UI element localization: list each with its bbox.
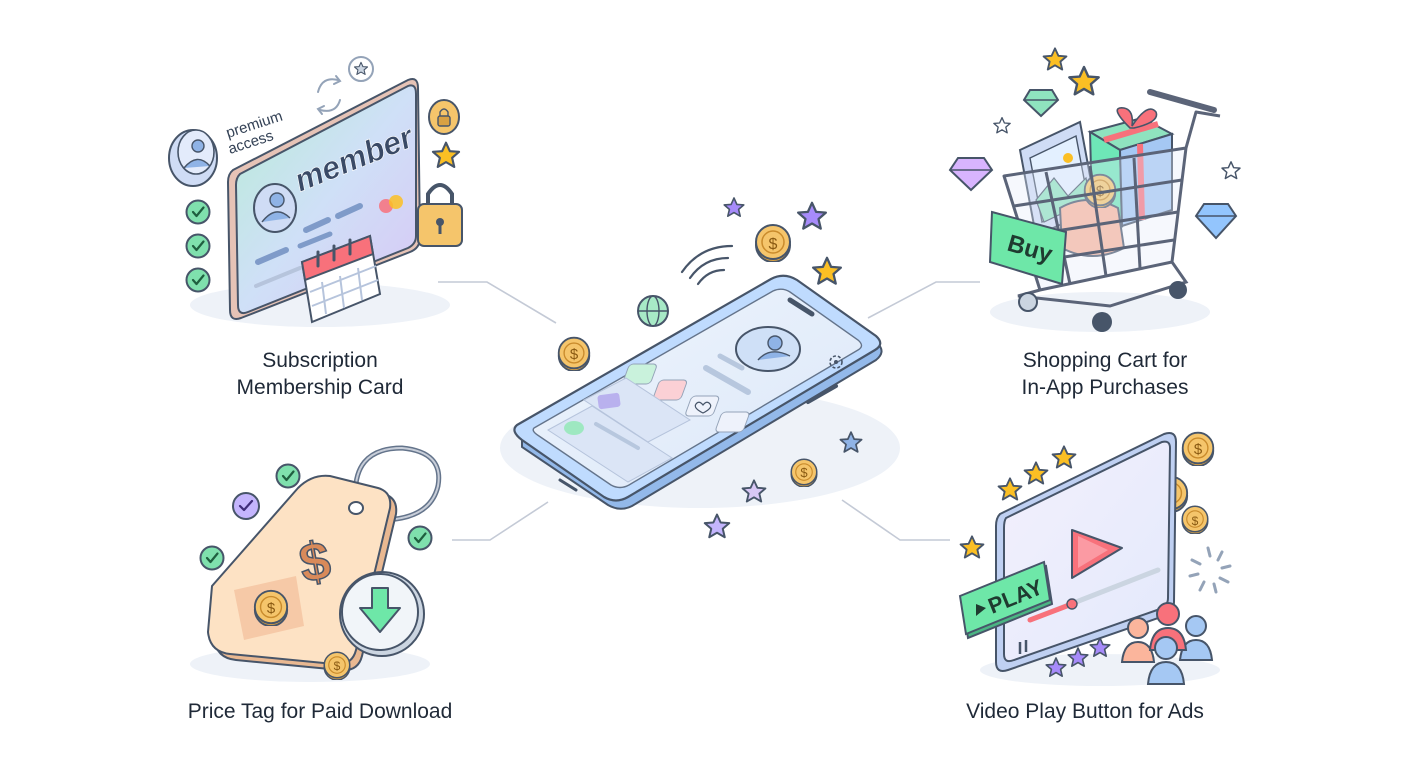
phone-app-tile-green — [622, 363, 657, 385]
star-icon — [997, 477, 1023, 501]
coin-symbol: $ — [769, 236, 778, 253]
check-icon-purple — [232, 492, 260, 520]
play-small-icon — [976, 604, 986, 616]
star-icon — [703, 513, 731, 539]
video-progress-handle[interactable] — [1066, 598, 1078, 610]
phone-app-tile-red — [653, 379, 688, 401]
small-lock-icon — [428, 99, 460, 135]
cart-shadow — [990, 292, 1210, 332]
check-icon — [407, 525, 433, 551]
sync-icon — [316, 75, 342, 115]
phone-content-dot — [564, 421, 584, 435]
caption-price-tag-text: Price Tag for Paid Download — [187, 700, 453, 723]
phone-gear-icon — [829, 355, 843, 369]
star-icon — [1051, 445, 1077, 469]
caption-video: Video Play Button for Ads — [915, 698, 1255, 725]
caption-price-tag: Price Tag for Paid Download — [140, 698, 500, 725]
star-icon — [1042, 47, 1068, 71]
phone-profile-line — [703, 365, 751, 395]
phone-content-line — [594, 422, 640, 450]
phone-side-button-2 — [558, 478, 578, 492]
smartphone — [500, 274, 900, 510]
tag-string-inner — [354, 446, 440, 521]
tag-hole — [348, 501, 364, 515]
check-icon — [185, 267, 211, 293]
loading-spinner-icon — [1188, 546, 1232, 594]
connector-price-tag — [452, 501, 549, 541]
phone-app-tile-heart — [685, 395, 720, 417]
price-tag-illustration: $ $ $ — [190, 445, 442, 682]
check-icon — [275, 463, 301, 489]
coin-symbol: $ — [800, 465, 808, 480]
coin-symbol: $ — [570, 346, 579, 363]
buy-button[interactable]: Buy — [988, 210, 1068, 286]
star-icon — [796, 201, 828, 230]
cart-wheels — [1018, 281, 1187, 332]
shopping-cart-illustration: $ Buy — [948, 47, 1241, 332]
check-icon — [185, 199, 211, 225]
connector-subscription — [438, 281, 557, 324]
star-icon — [431, 141, 461, 169]
phone-content-thumb — [597, 392, 621, 410]
gem-icon — [1194, 203, 1238, 240]
check-icon — [199, 545, 225, 571]
star-icon — [811, 256, 843, 285]
calendar-icon — [300, 234, 382, 324]
video-progress-fill — [1027, 601, 1075, 623]
user-avatar-icon — [168, 129, 218, 187]
caption-video-text: Video Play Button for Ads — [966, 700, 1204, 723]
sparkle-icon — [1221, 161, 1241, 180]
card-avatar-icon — [253, 183, 297, 233]
caption-cart-line1: Shopping Cart for — [1022, 349, 1188, 372]
phone-notch — [787, 297, 815, 317]
download-button[interactable] — [339, 571, 425, 657]
subscription-card-illustration: premium access member — [168, 56, 463, 327]
caption-cart-line2: In-App Purchases — [1021, 376, 1189, 399]
pause-icon[interactable] — [1018, 640, 1028, 654]
coin-symbol: $ — [334, 659, 341, 673]
heart-icon — [694, 401, 712, 414]
globe-icon — [637, 295, 669, 327]
caption-subscription: Subscription Membership Card — [190, 347, 450, 401]
phone-profile-avatar — [735, 326, 801, 372]
star-icon — [1068, 65, 1100, 96]
card-text-lines — [254, 203, 363, 288]
connector-cart — [867, 281, 980, 319]
download-arrow-icon — [359, 587, 401, 633]
cart-handle — [1147, 89, 1217, 113]
caption-subscription-line1: Subscription — [262, 349, 378, 372]
padlock-icon — [417, 183, 463, 247]
favorite-star-icon — [348, 56, 374, 82]
caption-cart: Shopping Cart for In-App Purchases — [975, 347, 1235, 401]
coin-symbol: $ — [1192, 514, 1199, 528]
check-icon — [185, 233, 211, 259]
phone-side-button — [806, 384, 838, 404]
caption-subscription-line2: Membership Card — [236, 376, 404, 399]
sparkle-icon — [993, 116, 1011, 134]
card-chip-icon — [379, 195, 403, 213]
gem-icon — [1022, 89, 1060, 118]
coin-symbol: $ — [267, 600, 276, 617]
phone-app-tile-user — [715, 411, 750, 433]
star-icon — [1023, 461, 1049, 485]
wifi-icon — [680, 244, 734, 286]
gem-icon — [948, 157, 994, 192]
audience-icon — [1120, 602, 1214, 685]
play-icon-shade — [1078, 536, 1108, 568]
star-icon — [723, 197, 745, 217]
play-button[interactable]: PLAY — [958, 560, 1054, 640]
connector-video — [841, 499, 950, 541]
star-icon — [959, 535, 985, 559]
coin-symbol: $ — [1194, 441, 1203, 458]
video-ad-illustration: $ $ $ — [958, 431, 1232, 686]
connector-lines — [438, 281, 980, 541]
phone-profile-line-2 — [717, 353, 745, 371]
